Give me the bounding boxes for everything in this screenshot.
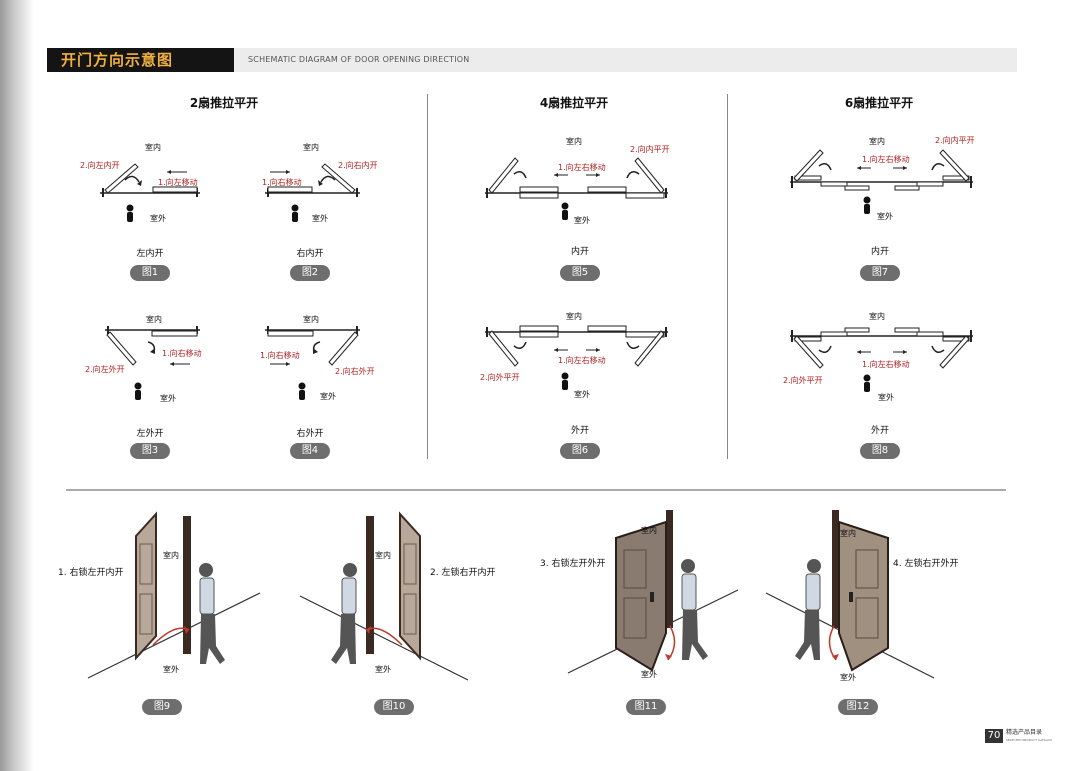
column-title-4-panel: 4扇推拉平开 (539, 96, 609, 110)
fig11-indoor-label: 室内 (641, 526, 657, 535)
fig10-indoor-label: 室内 (375, 551, 391, 560)
fig2-indoor-label: 室内 (303, 143, 319, 152)
fig11-outdoor-label: 室外 (641, 670, 657, 679)
fig9-badge: 图9 (142, 699, 182, 715)
fig6-indoor-label: 室内 (566, 312, 582, 321)
fig6-step1-label: 1.向左右移动 (558, 356, 606, 365)
fig8-diagram (790, 327, 973, 392)
fig5-outdoor-label: 室外 (574, 216, 590, 225)
page-title: 开门方向示意图 (47, 48, 234, 72)
fig11-badge: 图11 (626, 699, 666, 715)
fig4-step1-label: 1.向右移动 (260, 351, 300, 360)
fig2-outdoor-label: 室外 (312, 214, 328, 223)
fig8-step1-label: 1.向左右移动 (862, 360, 910, 369)
fig3-step2-label: 2.向左外开 (85, 365, 125, 374)
fig10-badge: 图10 (374, 699, 414, 715)
fig8-badge: 图8 (860, 443, 900, 459)
fig6-caption: 外开 (570, 426, 589, 436)
fig2-step1-label: 1.向右移动 (262, 178, 302, 187)
fig1-step2-label: 2.向左内开 (80, 161, 120, 170)
fig8-outdoor-label: 室外 (878, 393, 894, 402)
fig1-indoor-label: 室内 (145, 143, 161, 152)
fig1-badge: 图1 (130, 265, 170, 281)
fig9-label: 1. 右锁左开内开 (58, 568, 124, 578)
fig1-caption: 左内开 (136, 249, 164, 259)
fig4-step2-label: 2.向右外开 (335, 367, 375, 376)
column-title-2-panel: 2扇推拉平开 (189, 96, 259, 110)
page-number: 70 (985, 729, 1003, 743)
column-divider-2 (727, 94, 728, 459)
fig12-badge: 图12 (838, 699, 878, 715)
fig5-indoor-label: 室内 (566, 137, 582, 146)
fig2-diagram (265, 163, 360, 222)
fig1-step1-label: 1.向左移动 (158, 178, 198, 187)
fig3-caption: 左外开 (136, 429, 164, 439)
fig11-label: 3. 右锁左开外开 (540, 559, 606, 569)
fig7-step1-label: 1.向左右移动 (862, 155, 910, 164)
fig7-badge: 图7 (860, 265, 900, 281)
fig3-indoor-label: 室内 (146, 315, 162, 324)
fig6-badge: 图6 (560, 443, 600, 459)
fig6-diagram (485, 325, 668, 390)
fig10-outdoor-label: 室外 (375, 665, 391, 674)
catalog-label-en: SELECTED PRODUCT CATALOG (1006, 738, 1052, 742)
fig4-caption: 右外开 (296, 429, 324, 439)
fig4-diagram (265, 326, 360, 400)
fig7-caption: 内开 (870, 247, 889, 257)
section-divider (66, 489, 1006, 491)
fig4-indoor-label: 室内 (303, 315, 319, 324)
fig10-illustration (299, 511, 469, 681)
fig12-indoor-label: 室内 (840, 529, 856, 538)
fig12-illustration (765, 510, 935, 679)
fig6-step2-label: 2.向外平开 (480, 373, 520, 382)
fig3-badge: 图3 (130, 443, 170, 459)
fig8-step2-label: 2.向外平开 (783, 376, 823, 385)
catalog-label: 精选产品目录 (1006, 729, 1043, 736)
column-title-6-panel: 6扇推拉平开 (844, 96, 914, 110)
fig5-step1-label: 1.向左右移动 (558, 163, 606, 172)
fig2-caption: 右内开 (296, 249, 324, 259)
fig12-label: 4. 左锁右开外开 (893, 559, 959, 569)
fig1-outdoor-label: 室外 (150, 214, 166, 223)
fig5-step2-label: 2.向内平开 (630, 145, 670, 154)
fig4-outdoor-label: 室外 (320, 392, 336, 401)
fig9-outdoor-label: 室外 (163, 665, 179, 674)
fig5-diagram (485, 157, 668, 220)
column-divider-1 (427, 94, 428, 459)
fig12-outdoor-label: 室外 (840, 673, 856, 682)
fig7-diagram (790, 149, 973, 214)
page-subtitle: SCHEMATIC DIAGRAM OF DOOR OPENING DIRECT… (248, 55, 470, 64)
fig2-step2-label: 2.向右内开 (338, 161, 378, 170)
fig10-label: 2. 左锁右开内开 (430, 568, 496, 578)
fig3-outdoor-label: 室外 (160, 394, 176, 403)
fig1-diagram (100, 163, 200, 222)
fig2-badge: 图2 (290, 265, 330, 281)
fig3-diagram (105, 326, 200, 400)
fig5-caption: 内开 (570, 247, 589, 257)
page-gutter-shadow (0, 0, 34, 771)
fig8-indoor-label: 室内 (869, 312, 885, 321)
fig3-step1-label: 1.向右移动 (162, 349, 202, 358)
fig4-badge: 图4 (290, 443, 330, 459)
fig9-illustration (87, 511, 261, 679)
fig6-outdoor-label: 室外 (574, 390, 590, 399)
fig7-outdoor-label: 室外 (877, 212, 893, 221)
fig8-caption: 外开 (870, 426, 889, 436)
fig7-indoor-label: 室内 (869, 137, 885, 146)
fig9-indoor-label: 室内 (163, 551, 179, 560)
fig11-illustration (567, 510, 739, 674)
fig7-step2-label: 2.向内平开 (935, 136, 975, 145)
fig5-badge: 图5 (560, 265, 600, 281)
